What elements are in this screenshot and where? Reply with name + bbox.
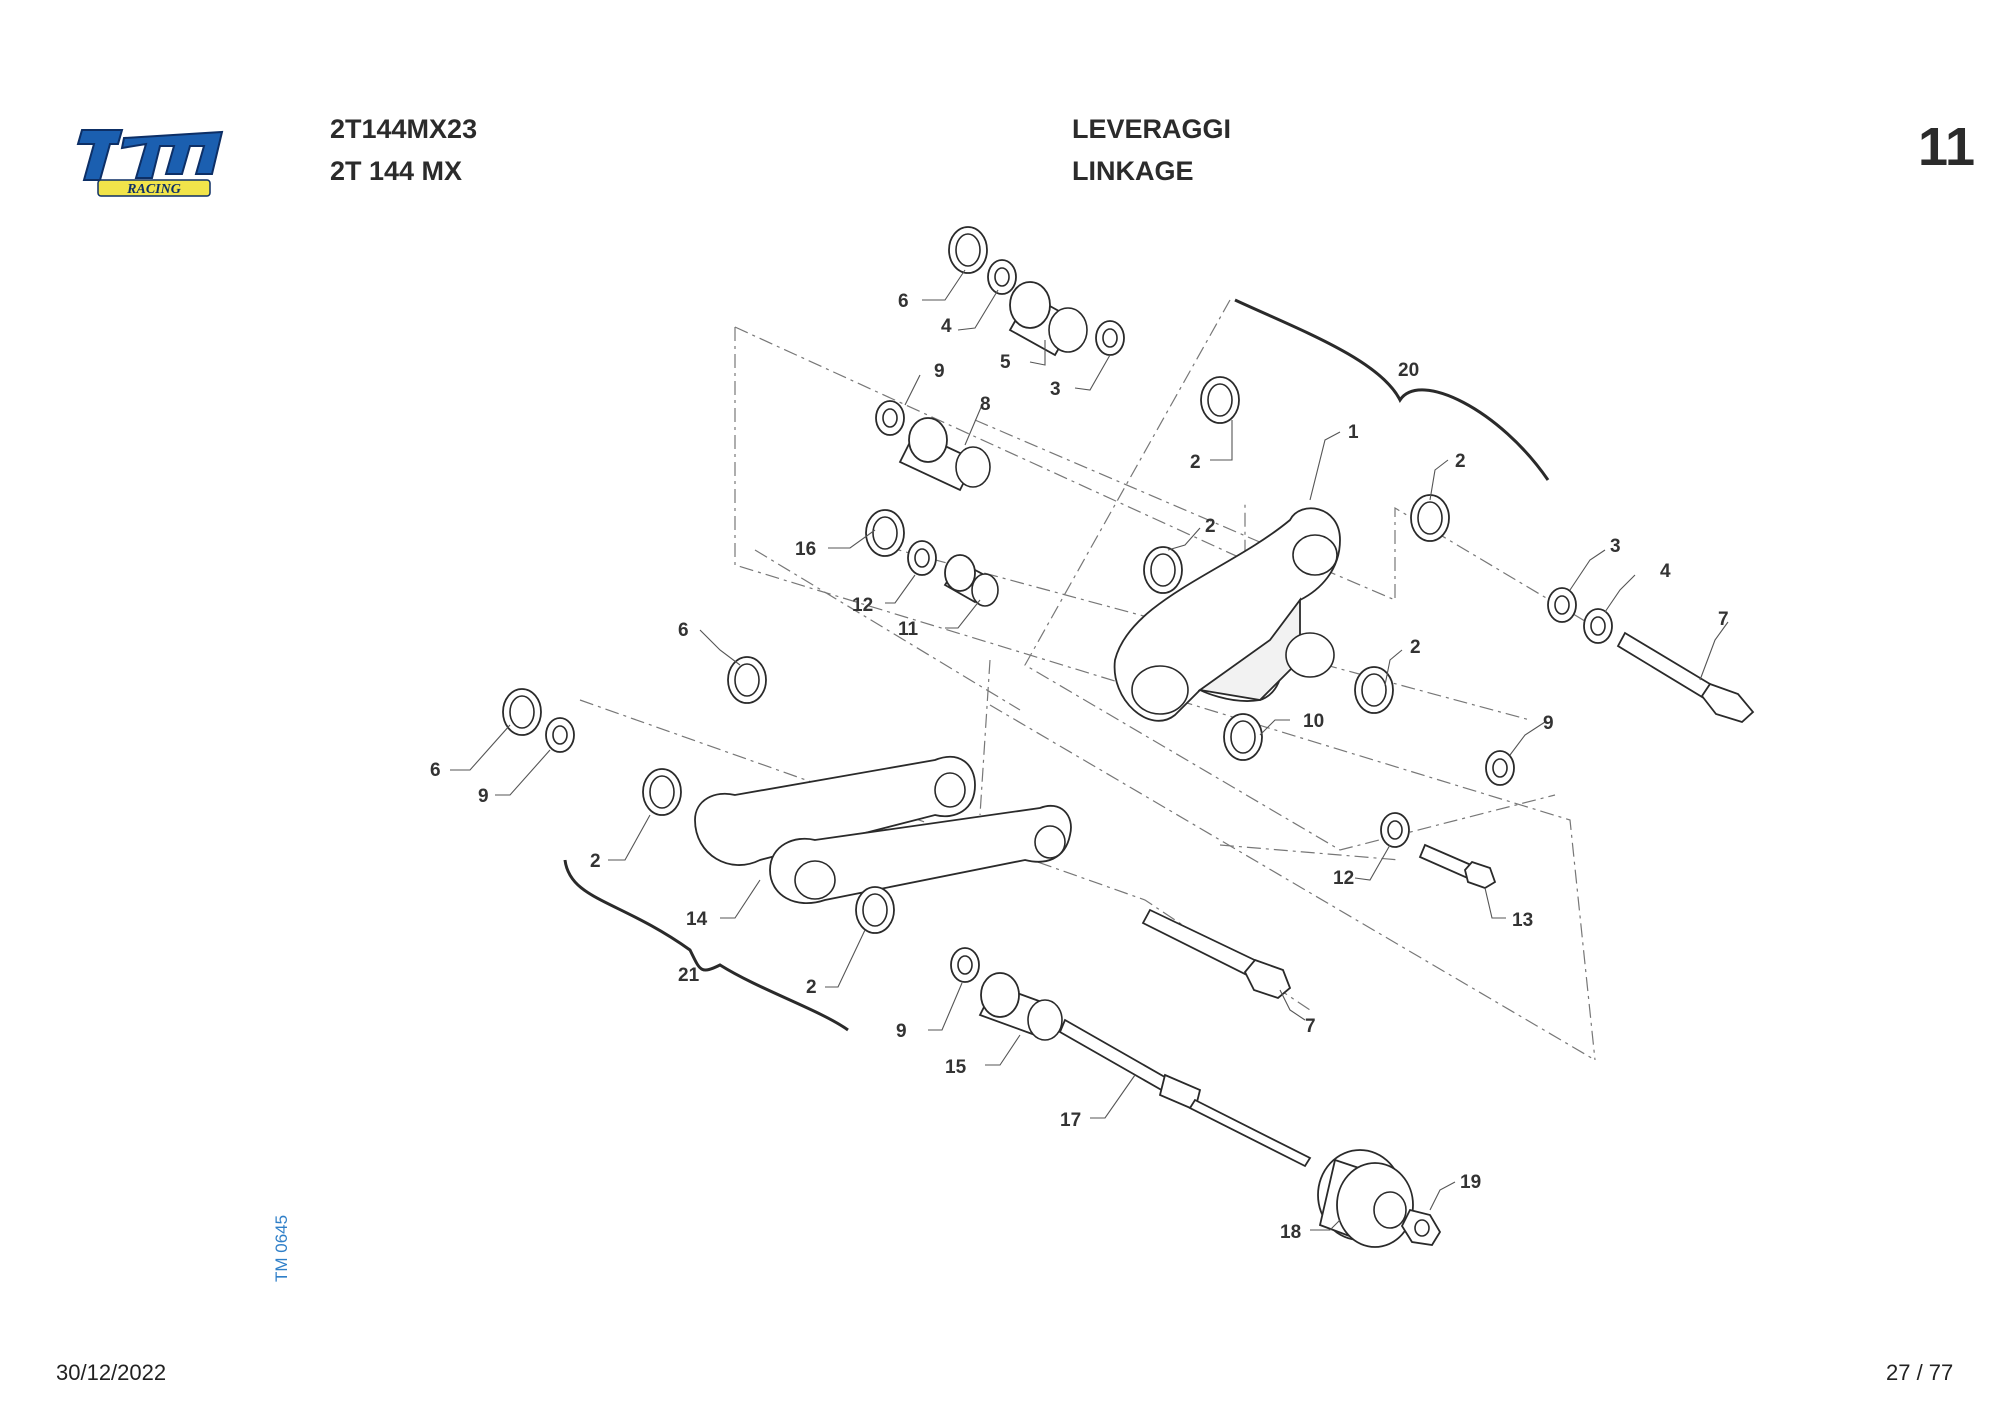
spacer-15 xyxy=(1027,999,1063,1041)
callout-20: 20 xyxy=(1398,360,1419,381)
callout-18: 18 xyxy=(1280,1222,1301,1243)
washer-9-b xyxy=(1485,750,1515,786)
callout-7: 7 xyxy=(1305,1016,1316,1037)
dust-seal-6-a xyxy=(948,226,988,274)
callout-9: 9 xyxy=(934,361,945,382)
bearing-10 xyxy=(1223,713,1263,761)
bolts xyxy=(1058,631,1755,1246)
shaft-17 xyxy=(1058,1018,1172,1094)
callout-15: 15 xyxy=(945,1057,967,1078)
callout-5: 5 xyxy=(1000,352,1011,373)
link-rods-part-14 xyxy=(694,755,1072,905)
callout-12: 12 xyxy=(1333,868,1354,889)
callout-2: 2 xyxy=(806,977,817,998)
tm-racing-logo: RACING xyxy=(76,129,224,197)
model-name: 2T 144 MX xyxy=(330,156,463,186)
callout-16: 16 xyxy=(795,539,816,560)
washer-3-b xyxy=(1547,587,1577,623)
callout-10: 10 xyxy=(1303,711,1324,732)
rocker-arm-part-1 xyxy=(1113,507,1341,722)
callout-2: 2 xyxy=(1455,451,1466,472)
callout-14: 14 xyxy=(686,909,708,930)
callout-labels: 6 4 5 3 9 8 20 1 2 2 2 16 12 11 3 4 7 6 … xyxy=(430,291,1729,1243)
footer-page: 27 / 77 xyxy=(1886,1360,1954,1385)
callout-21: 21 xyxy=(678,965,700,986)
svg-text:RACING: RACING xyxy=(126,182,181,197)
callout-4: 4 xyxy=(1660,561,1671,582)
bearing-2-f xyxy=(855,886,895,934)
leader-lines xyxy=(450,269,1729,1231)
footer-date: 30/12/2022 xyxy=(56,1360,167,1385)
callout-6: 6 xyxy=(898,291,909,312)
callout-3: 3 xyxy=(1610,536,1621,557)
bearing-2-e xyxy=(642,768,682,816)
callout-11: 11 xyxy=(898,619,919,640)
washers xyxy=(545,259,1613,983)
callout-8: 8 xyxy=(980,394,991,415)
section-title-en: LINKAGE xyxy=(1072,156,1194,186)
spacer-8 xyxy=(955,446,991,488)
washer-4-a xyxy=(987,259,1017,295)
callout-1: 1 xyxy=(1348,422,1359,443)
callout-17: 17 xyxy=(1060,1110,1081,1131)
callout-9: 9 xyxy=(896,1021,907,1042)
spacer-5 xyxy=(1048,307,1088,353)
roller-18 xyxy=(1373,1191,1407,1229)
washer-3-a xyxy=(1095,320,1125,356)
callout-2: 2 xyxy=(1205,516,1216,537)
callout-19: 19 xyxy=(1460,1172,1481,1193)
washer-12-b xyxy=(1380,812,1410,848)
callout-9: 9 xyxy=(1543,713,1554,734)
callout-6: 6 xyxy=(430,760,441,781)
callout-6: 6 xyxy=(678,620,689,641)
callout-3: 3 xyxy=(1050,379,1061,400)
dust-seal-6-c xyxy=(502,688,542,736)
washer-9-d xyxy=(950,947,980,983)
callout-13: 13 xyxy=(1512,910,1533,931)
spacer-11 xyxy=(971,573,999,607)
washer-4-b xyxy=(1583,608,1613,644)
callout-2: 2 xyxy=(1190,452,1201,473)
callout-9: 9 xyxy=(478,786,489,807)
assembly-brace-21 xyxy=(563,859,849,1032)
washer-9-c xyxy=(545,717,575,753)
assembly-brace-20 xyxy=(1234,298,1550,481)
section-number: 11 xyxy=(1918,117,1976,177)
bearing-2-c xyxy=(1143,546,1183,594)
callout-2: 2 xyxy=(590,851,601,872)
section-title-it: LEVERAGGI xyxy=(1072,114,1232,144)
callout-2: 2 xyxy=(1410,637,1421,658)
callout-7: 7 xyxy=(1718,609,1729,630)
bearing-2-b xyxy=(1410,494,1450,542)
model-code: 2T144MX23 xyxy=(330,114,478,144)
spacers xyxy=(898,281,1414,1248)
washer-12-a xyxy=(907,540,937,576)
dust-seal-6-b xyxy=(727,656,767,704)
callout-12: 12 xyxy=(852,595,873,616)
callout-4: 4 xyxy=(941,316,952,337)
washer-9-a xyxy=(875,400,905,436)
bearing-2-a xyxy=(1200,376,1240,424)
